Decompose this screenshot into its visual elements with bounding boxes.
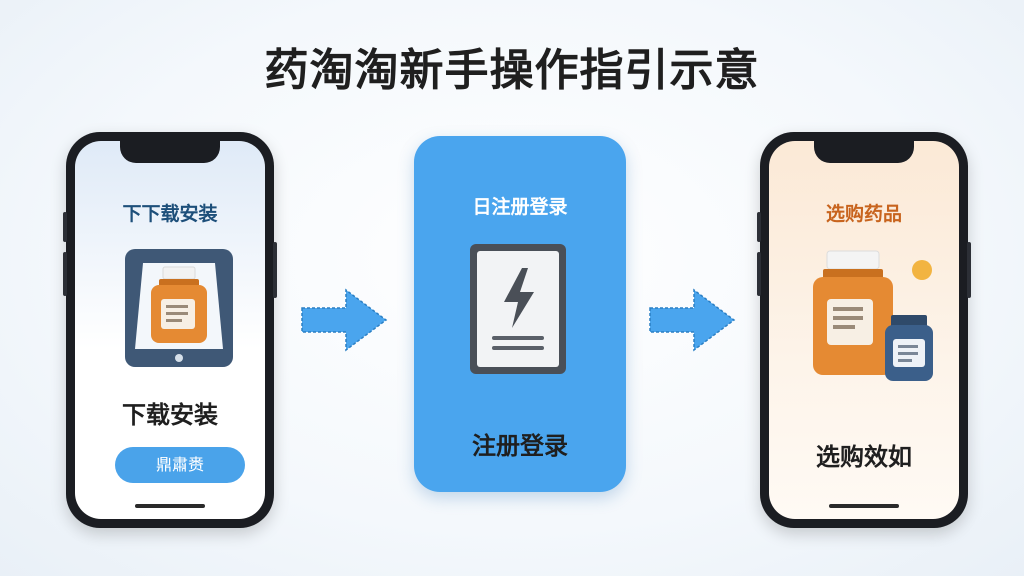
download-button[interactable]: 鼎肅赉 [115, 447, 245, 483]
phone-screen: 下下载安装 下载安装 鼎肅赉 [75, 141, 265, 519]
medicine-bottle-icon [151, 266, 207, 343]
phone-notch [814, 141, 914, 163]
step-download-phone: 下下载安装 下载安装 鼎肅赉 [63, 132, 277, 528]
arrow-right-icon [301, 288, 388, 352]
step-caption: 选购效如 [816, 443, 912, 471]
phone-screen: 选购药品 选购效如 [769, 141, 959, 519]
step-register-card: 日注册登录 注册登录 [414, 136, 626, 492]
tablet-icon [125, 249, 233, 367]
medicine-bottle-icon [885, 315, 933, 381]
home-indicator [135, 504, 205, 508]
coin-icon [912, 260, 932, 280]
step-caption: 下载安装 [122, 401, 218, 429]
step-heading: 日注册登录 [472, 196, 568, 218]
lightning-document-icon [470, 244, 566, 374]
step-heading: 选购药品 [825, 203, 902, 225]
medicine-bottles-icon [813, 250, 933, 381]
phone-notch [120, 141, 220, 163]
step-purchase-phone: 选购药品 选购效如 [757, 132, 971, 528]
arrow-right-icon [649, 288, 736, 352]
step-heading: 下下载安装 [122, 203, 218, 225]
home-indicator [829, 504, 899, 508]
step-caption: 注册登录 [472, 432, 568, 460]
medicine-bottle-icon [813, 250, 893, 375]
page-title: 药淘淘新手操作指引示意 [264, 45, 760, 96]
